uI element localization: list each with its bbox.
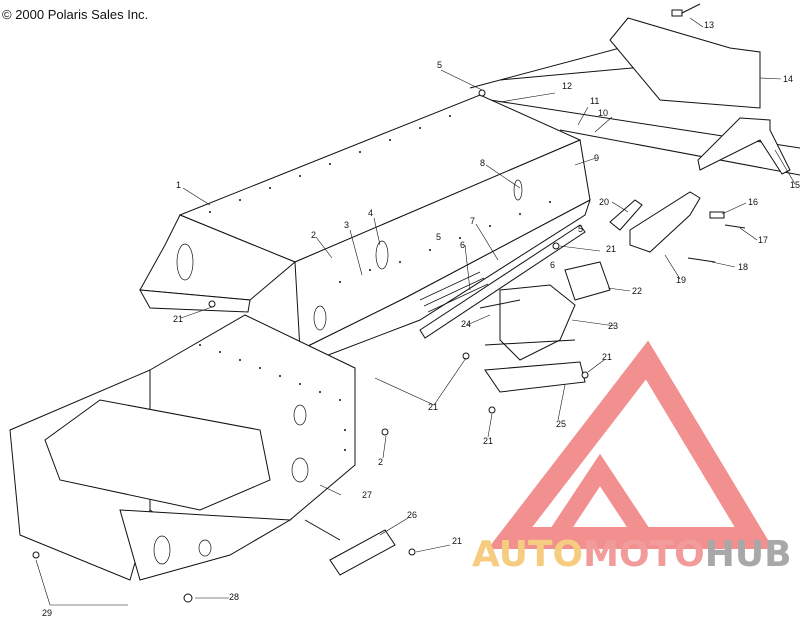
watermark-text-hub: HUB — [705, 534, 792, 575]
part-25-bracket — [484, 339, 586, 393]
callout-c25: 25 — [556, 419, 566, 429]
callout-c21g: 2 — [378, 457, 383, 467]
rivet-21-c — [462, 352, 470, 360]
callout-c13: 13 — [704, 20, 714, 30]
callout-c14: 14 — [783, 74, 793, 84]
watermark-inner-triangle-icon — [538, 453, 662, 547]
rivet-21-e — [581, 371, 589, 379]
callout-c6a: 6 — [460, 240, 465, 250]
callout-c11: 11 — [590, 96, 599, 106]
callout-c16: 16 — [748, 197, 758, 207]
callout-c21a: 21 — [173, 314, 183, 324]
part-27-front-chassis — [9, 314, 356, 581]
rivet-21-a — [208, 300, 216, 308]
callout-c12: 12 — [562, 81, 572, 91]
fasteners — [32, 89, 589, 603]
callout-c21b: 21 — [606, 244, 616, 254]
callout-c10: 10 — [598, 108, 608, 118]
part-15-bumper — [697, 117, 791, 175]
callout-c5a: 5 — [437, 60, 442, 70]
callout-c17: 17 — [758, 235, 768, 245]
callout-c5c: 5 — [436, 232, 441, 242]
callout-c29: 29 — [42, 608, 52, 617]
watermark-text-auto: AUTO — [472, 534, 583, 575]
callout-c9: 9 — [594, 153, 599, 163]
callout-c2: 2 — [311, 230, 316, 240]
part-14-flap — [609, 17, 761, 109]
callout-c20: 20 — [599, 197, 609, 207]
part-13-bolt — [671, 3, 701, 17]
part-19-hitch — [609, 191, 746, 263]
watermark-logo: AUTOMOTOHUB — [472, 340, 792, 575]
callout-c21c: 21 — [428, 402, 438, 412]
svg-text:AUTOMOTOHUB: AUTOMOTOHUB — [472, 534, 792, 575]
callout-c19: 19 — [676, 275, 686, 285]
watermark-text-moto: MOTO — [583, 534, 705, 575]
callout-c5b: 5 — [578, 224, 583, 234]
rivet-21-f — [408, 548, 416, 556]
callout-c23: 23 — [608, 321, 618, 331]
callout-c1: 1 — [176, 180, 181, 190]
part-1-tunnel — [139, 94, 591, 363]
grommet-29 — [32, 551, 40, 559]
rivet-21-d — [488, 406, 496, 414]
grommet-28 — [183, 593, 193, 603]
callout-c7: 7 — [470, 216, 475, 226]
callout-c26: 26 — [407, 510, 417, 520]
rivet-5 — [478, 89, 486, 97]
callout-c27: 27 — [362, 490, 372, 500]
leader-lines — [35, 17, 796, 606]
callout-c6b: 6 — [550, 260, 555, 270]
callout-c15: 15 — [790, 180, 800, 190]
callout-c4: 4 — [368, 208, 373, 218]
callout-c3: 3 — [344, 220, 349, 230]
rivet-21-g — [381, 428, 389, 436]
callout-c28: 28 — [229, 592, 239, 602]
part-23-bracket — [479, 284, 576, 361]
callout-c8: 8 — [480, 158, 485, 168]
copyright-text: © 2000 Polaris Sales Inc. — [2, 7, 149, 22]
callout-c21d: 21 — [483, 436, 493, 446]
part-7-rail-bar — [419, 224, 586, 339]
callout-c24: 24 — [461, 319, 471, 329]
tunnel-rivets — [209, 115, 551, 283]
rivet-21-b — [552, 242, 560, 250]
callout-c22: 22 — [632, 286, 642, 296]
callout-c18: 18 — [738, 262, 748, 272]
callout-c21f: 21 — [452, 536, 462, 546]
callout-c21e: 21 — [602, 352, 612, 362]
chassis-rivets — [199, 344, 346, 451]
part-26-skid-plate — [304, 519, 396, 576]
heat-exchanger-slots — [419, 271, 489, 313]
part-22-bracket — [564, 261, 611, 301]
